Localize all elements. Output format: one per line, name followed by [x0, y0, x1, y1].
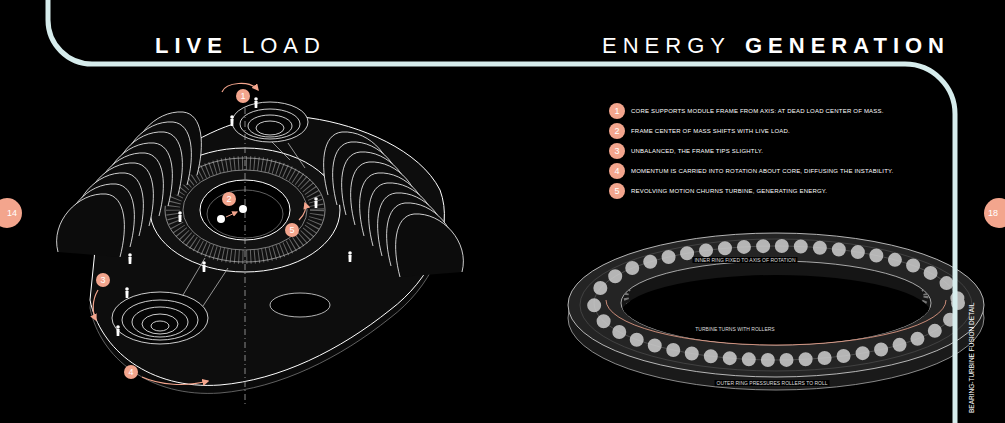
step-item: 2 FRAME CENTER OF MASS SHIFTS WITH LIVE L…	[609, 123, 790, 139]
callout-text: 1	[240, 92, 245, 101]
callout-text: 5	[289, 226, 294, 235]
pod-ring	[151, 321, 169, 331]
part-label: OUTER RING PRESSURES ROLLERS TO ROLL	[715, 380, 830, 386]
turbine-line	[606, 300, 946, 345]
frame-line	[48, 0, 955, 423]
step-text: REVOLVING MOTION CHURNS TURBINE, GENERAT…	[631, 187, 827, 195]
person-figure	[314, 197, 318, 208]
step-item: 4 MOMENTUM IS CARRIED INTO ROTATION ABOUT…	[609, 163, 893, 179]
callout-number: 4	[124, 365, 138, 379]
step-text: MOMENTUM IS CARRIED INTO ROTATION ABOUT …	[631, 167, 893, 175]
inner-wall	[620, 256, 932, 355]
callout-text: 3	[100, 276, 105, 285]
callout-number: 5	[285, 223, 299, 237]
person-figure	[116, 325, 120, 336]
section-label: BEARING-TURBINE FUSION DETAIL	[968, 303, 976, 413]
number-circle: 4	[609, 163, 625, 179]
pod	[232, 102, 308, 142]
hood-rib	[57, 194, 125, 257]
person-figure	[202, 261, 206, 272]
number-circle: 5	[609, 183, 625, 199]
hood-rib	[396, 214, 464, 277]
roller-track	[594, 246, 958, 360]
person-figure	[230, 115, 234, 126]
title-word: LOAD	[242, 34, 326, 58]
person-figure	[125, 287, 129, 298]
rotation-axis	[245, 108, 246, 405]
floor-opening	[270, 293, 330, 317]
callout-number: 3	[96, 273, 110, 287]
rollers	[594, 246, 958, 360]
shift-arrow	[226, 212, 237, 217]
mass-center-dot	[217, 215, 225, 223]
pod-ring	[256, 121, 284, 135]
step-number: 4	[614, 167, 619, 176]
step-item: 5 REVOLVING MOTION CHURNS TURBINE, GENERA…	[609, 183, 827, 199]
title-word: GENERATION	[745, 34, 950, 58]
ring-hole	[620, 275, 932, 355]
pod-ring	[132, 307, 188, 337]
step-number: 3	[614, 147, 619, 156]
page-number-text: 18	[988, 209, 998, 218]
pod-ring	[232, 102, 308, 142]
person-figure	[348, 251, 352, 262]
title-group: LIVE LOAD	[155, 34, 326, 58]
callout-text: 4	[128, 368, 133, 377]
step-item: 1 CORE SUPPORTS MODULE FRAME FROM AXIS: A…	[609, 103, 884, 119]
pod-ring	[112, 292, 208, 344]
motion-arrow	[142, 377, 208, 384]
page-number: 14	[0, 198, 22, 228]
ribbed-hood	[57, 112, 202, 257]
person-figure	[178, 211, 182, 222]
page-number-text: 14	[7, 209, 17, 218]
callout-number: 2	[222, 192, 236, 206]
number-circle: 3	[609, 143, 625, 159]
step-number: 2	[614, 127, 619, 136]
motion-arrow	[93, 290, 98, 320]
pod-ring	[240, 109, 300, 139]
step-number: 1	[614, 107, 619, 116]
number-circle: 1	[609, 103, 625, 119]
step-text: UNBALANCED, THE FRAME TIPS SLIGHTLY.	[631, 147, 763, 155]
motion-arrow	[299, 203, 306, 220]
mass-center-dot	[239, 205, 247, 213]
ring-groove	[580, 239, 972, 371]
callout-text: 2	[226, 195, 231, 204]
page-number: 18	[984, 198, 1005, 228]
pod-ring	[122, 300, 198, 340]
pod-ring	[248, 115, 292, 137]
step-text: CORE SUPPORTS MODULE FRAME FROM AXIS: AT…	[631, 107, 884, 115]
people	[116, 97, 352, 336]
ribbed-hood	[324, 132, 464, 277]
step-item: 3 UNBALANCED, THE FRAME TIPS SLIGHTLY.	[609, 143, 763, 159]
title-group: ENERGY GENERATION	[602, 34, 950, 58]
pod	[112, 292, 208, 344]
title-word: ENERGY	[602, 34, 731, 58]
part-label: TURBINE TURNS WITH ROLLERS	[693, 326, 776, 332]
step-number: 5	[614, 187, 619, 196]
callout-number: 1	[236, 89, 250, 103]
outer-ring-top	[568, 233, 984, 377]
pod-ring	[142, 314, 178, 334]
step-text: FRAME CENTER OF MASS SHIFTS WITH LIVE LO…	[631, 127, 790, 135]
part-label: INNER RING FIXED TO AXIS OF ROTATION	[692, 257, 797, 263]
person-figure	[254, 97, 258, 108]
person-figure	[128, 253, 132, 264]
number-circle: 2	[609, 123, 625, 139]
title-word: LIVE	[155, 34, 228, 58]
